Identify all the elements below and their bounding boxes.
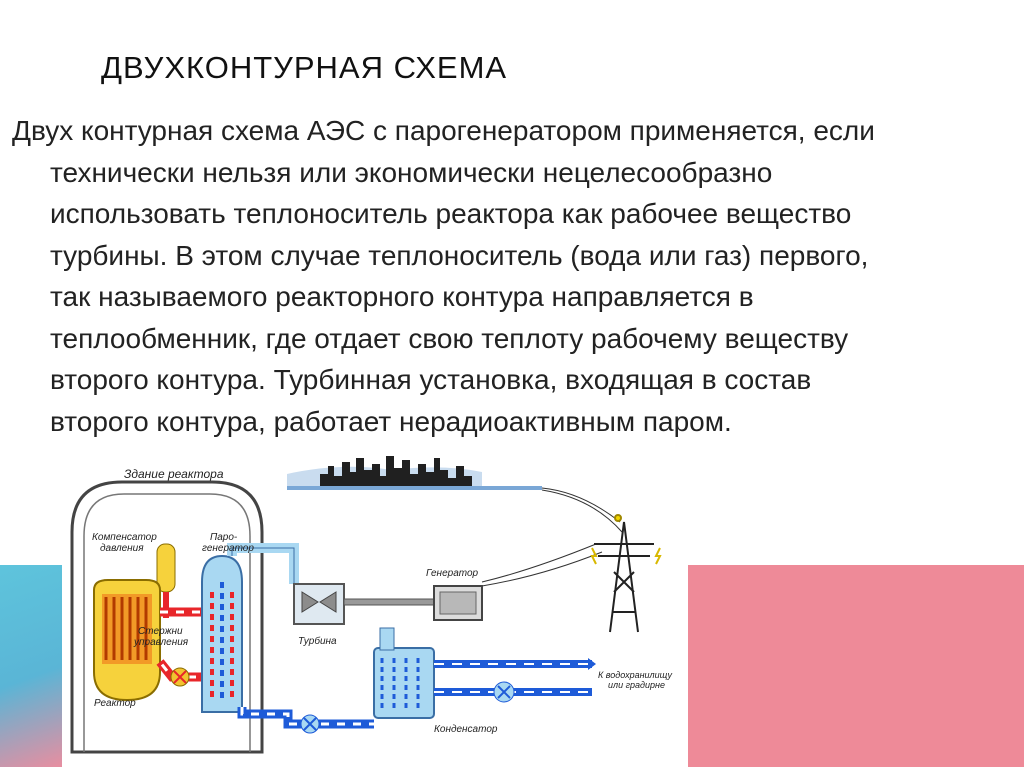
npp-diagram: Здание реактора Компенсатор давления Пар… (62, 452, 688, 760)
slide-body-text: Двух контурная схема АЭС с парогенератор… (12, 110, 1012, 442)
label-pressurizer: давления (100, 543, 144, 554)
slide-title: ДВУХКОНТУРНАЯ СХЕМА (101, 50, 508, 85)
body-line: технически нельзя или экономически нецел… (50, 156, 773, 188)
body-line: Двух контурная схема АЭС с парогенератор… (12, 115, 875, 146)
label-control-rods: управления (133, 637, 189, 648)
label-steam-generator: генератор (202, 543, 254, 554)
label-reactor: Реактор (94, 698, 136, 709)
label-condenser: Конденсатор (434, 724, 498, 735)
label-turbine: Турбина (298, 635, 337, 647)
generator (433, 585, 483, 621)
condenser (373, 627, 435, 719)
body-line: турбины. В этом случае теплоноситель (во… (50, 239, 869, 271)
body-line: второго контура. Турбинная установка, вх… (50, 364, 812, 395)
power-lines (481, 487, 623, 587)
label-control-rods: Стержни (138, 626, 183, 637)
body-line: так называемого реакторного контура напр… (50, 281, 754, 312)
label-reactor-building: Здание реактора (124, 467, 224, 481)
body-line: теплообменник, где отдает свою теплоту р… (50, 322, 849, 354)
steam-pipe (227, 543, 299, 584)
label-to-reservoir: К водохранилищу (598, 670, 672, 680)
steam-generator (201, 554, 243, 713)
decor-band-right (688, 565, 1024, 767)
body-line: второго контура, работает нерадиоактивны… (50, 405, 732, 437)
npp-diagram-svg: Здание реактора Компенсатор давления Пар… (70, 456, 672, 754)
label-generator: Генератор (426, 568, 479, 579)
secondary-loop (237, 707, 374, 734)
decor-band-left (0, 565, 62, 767)
body-line: использовать теплоноситель реактора как … (50, 198, 852, 229)
reactor-vessel (93, 579, 161, 702)
transmission-tower (590, 514, 662, 633)
label-pressurizer: Компенсатор (92, 532, 157, 543)
label-steam-generator: Паро- (210, 532, 238, 543)
turbine (293, 583, 435, 625)
pressurizer (156, 543, 176, 618)
label-to-reservoir: или градирне (608, 680, 665, 690)
cooling-water-line (434, 658, 596, 703)
city-skyline (287, 456, 542, 490)
